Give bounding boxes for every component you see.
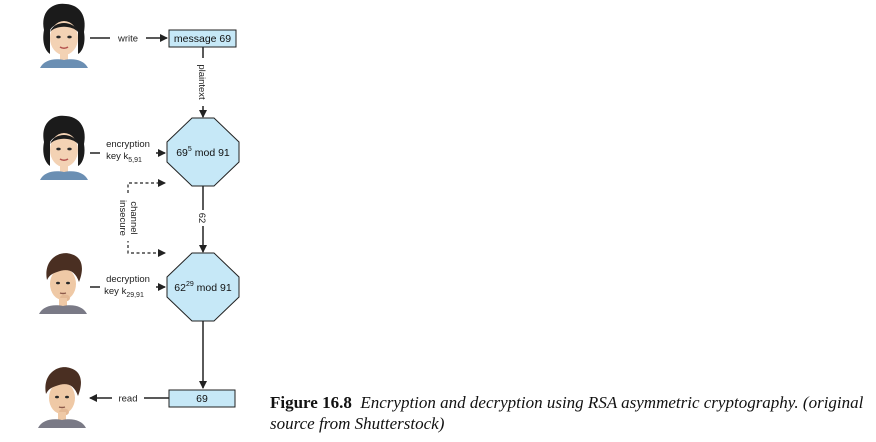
man-face-icon-decrypt: [38, 252, 88, 315]
figure-caption: Figure 16.8 Encryption and decryption us…: [270, 392, 870, 434]
message-box-label: message 69: [174, 33, 231, 45]
woman-face-icon-encrypt: [39, 114, 89, 181]
encryption-octagon: [166, 117, 240, 187]
ciphertext-label: 62: [196, 213, 207, 224]
insecure-label-line2: channel: [128, 201, 139, 234]
plaintext-label: plaintext: [196, 64, 207, 100]
encryption-formula: 695 mod 91: [176, 146, 230, 159]
decryption-key-label-line2: key k29,91: [104, 286, 144, 299]
woman-face-icon-top: [39, 2, 89, 69]
result-box-label: 69: [196, 393, 208, 405]
man-face-icon-read: [37, 366, 87, 429]
read-label: read: [118, 394, 137, 405]
write-label: write: [117, 34, 138, 45]
encryption-key-label-line1: encryption: [106, 139, 150, 150]
decryption-formula: 6229 mod 91: [174, 281, 232, 294]
caption-text: Encryption and decryption using RSA asym…: [270, 393, 864, 433]
decryption-octagon: [166, 252, 240, 322]
insecure-label-line1: insecure: [117, 200, 128, 236]
encryption-key-label-line2: key k5,91: [106, 151, 142, 164]
decryption-key-label-line1: decryption: [106, 274, 150, 285]
figure-number: Figure 16.8: [270, 393, 352, 412]
